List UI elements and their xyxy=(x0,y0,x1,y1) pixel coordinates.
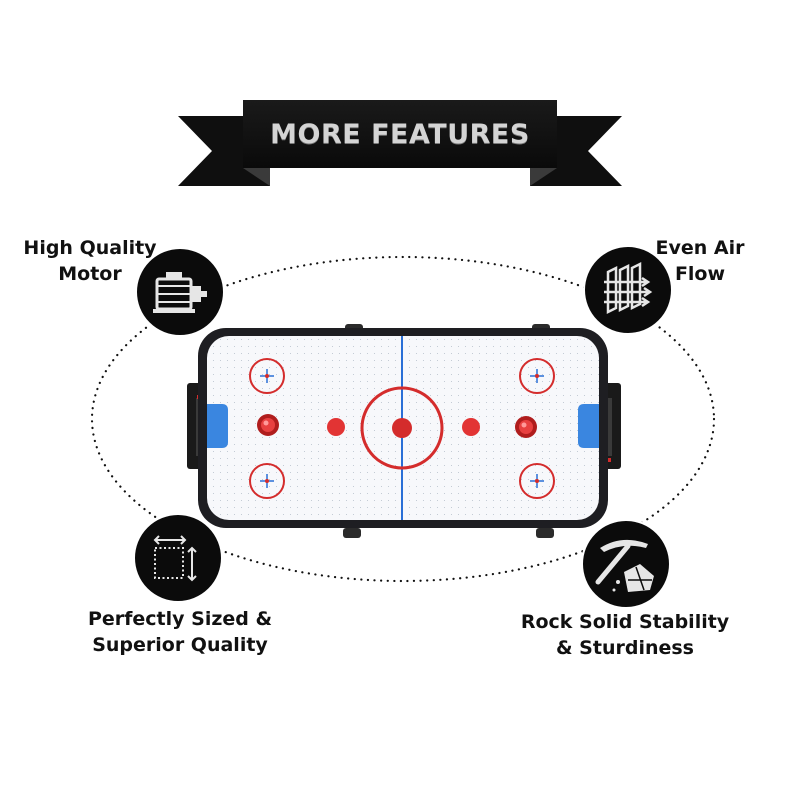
faceoff-circles xyxy=(249,358,555,499)
feature-label-motor: High Quality Motor xyxy=(23,237,157,285)
table-foot xyxy=(343,528,361,538)
air-flow-icon xyxy=(583,245,673,335)
banner-title: MORE FEATURES xyxy=(243,100,557,168)
right-mallet xyxy=(515,416,537,438)
pickaxe-rock-icon xyxy=(581,519,671,609)
right-score-lights xyxy=(606,398,612,456)
right-score-marker xyxy=(607,458,611,462)
motor-icon xyxy=(135,247,225,337)
banner-right-fold xyxy=(530,168,557,186)
table-foot xyxy=(536,528,554,538)
air-hockey-table xyxy=(187,324,621,538)
faceoff-dot xyxy=(462,418,480,436)
left-goal-mouth xyxy=(207,404,228,448)
feature-label-stability: Rock Solid Stability & Sturdiness xyxy=(520,611,730,659)
dotted-ellipse xyxy=(90,255,716,583)
feature-label-size-quality: Perfectly Sized & Superior Quality xyxy=(87,608,273,656)
faceoff-centers xyxy=(265,374,539,483)
size-frame-icon xyxy=(133,513,223,603)
right-goal-mouth xyxy=(578,404,599,448)
feature-label-air-flow: Even Air Flow xyxy=(655,237,745,285)
faceoff-dot xyxy=(327,418,345,436)
center-circle xyxy=(360,386,444,470)
banner-left-fold xyxy=(243,168,270,186)
left-mallet xyxy=(257,414,279,436)
center-spot xyxy=(392,418,412,438)
